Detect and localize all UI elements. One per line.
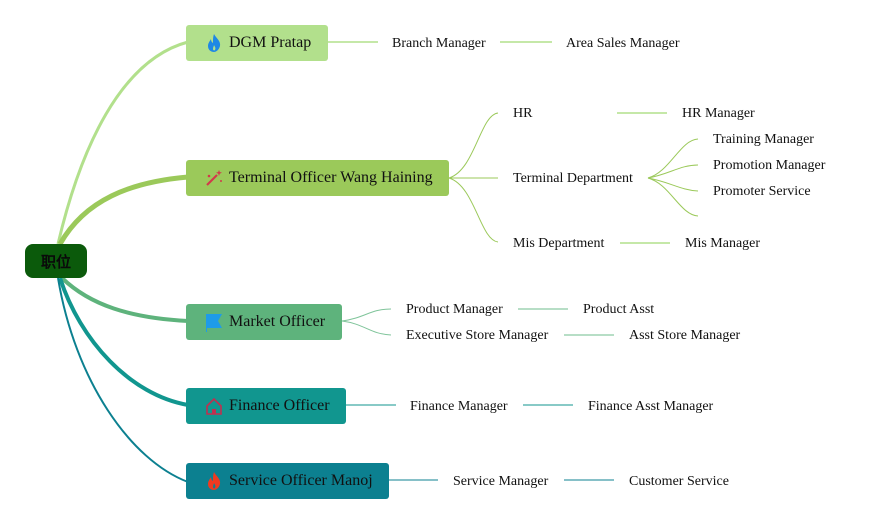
branch-market-officer[interactable]: Market Officer <box>186 304 342 340</box>
flame-icon <box>208 472 221 490</box>
home-icon <box>206 397 222 415</box>
branch-dgm-pratap[interactable]: DGM Pratap <box>186 25 328 61</box>
branch-label: Service Officer Manoj <box>229 472 373 489</box>
topic-area-sales-manager[interactable]: Area Sales Manager <box>566 36 680 51</box>
connector-root-terminal <box>57 174 189 246</box>
topic-customer-service[interactable]: Customer Service <box>629 474 729 489</box>
topic-mis-department[interactable]: Mis Department <box>513 236 605 251</box>
flag-icon <box>206 314 222 332</box>
topic-asst-store-manager[interactable]: Asst Store Manager <box>629 328 741 343</box>
root-node[interactable]: 职位 <box>25 244 87 278</box>
topic-promoter-service[interactable]: Promoter Service <box>713 184 811 199</box>
topic-finance-asst-manager[interactable]: Finance Asst Manager <box>588 399 714 414</box>
branch-finance-officer[interactable]: Finance Officer <box>186 388 346 424</box>
magic-wand-icon <box>206 170 222 186</box>
topic-promotion-manager[interactable]: Promotion Manager <box>713 158 826 173</box>
topic-product-asst[interactable]: Product Asst <box>583 302 655 317</box>
topic-service-manager[interactable]: Service Manager <box>453 474 549 489</box>
connector-root-finance <box>58 277 189 407</box>
connector-root-dgm <box>56 40 189 245</box>
root-label: 职位 <box>40 252 71 271</box>
connector-root-service <box>57 277 189 483</box>
branch-label: Terminal Officer Wang Haining <box>229 169 433 186</box>
branch-label: Finance Officer <box>229 397 330 414</box>
topic-mis-manager[interactable]: Mis Manager <box>685 236 761 251</box>
branch-terminal-officer[interactable]: Terminal Officer Wang Haining <box>186 160 449 196</box>
topic-terminal-department[interactable]: Terminal Department <box>513 171 633 186</box>
fire-icon <box>208 34 221 52</box>
branch-label: Market Officer <box>229 313 326 330</box>
connector-root-market <box>60 276 189 323</box>
branch-service-officer[interactable]: Service Officer Manoj <box>186 463 389 499</box>
branch-label: DGM Pratap <box>229 34 312 51</box>
topic-hr[interactable]: HR <box>513 106 533 121</box>
topic-training-manager[interactable]: Training Manager <box>713 132 814 147</box>
topic-hr-manager[interactable]: HR Manager <box>682 106 755 121</box>
topic-branch-manager[interactable]: Branch Manager <box>392 36 486 51</box>
topic-finance-manager[interactable]: Finance Manager <box>410 399 508 414</box>
topic-executive-store-manager[interactable]: Executive Store Manager <box>406 328 549 343</box>
topic-product-manager[interactable]: Product Manager <box>406 302 503 317</box>
